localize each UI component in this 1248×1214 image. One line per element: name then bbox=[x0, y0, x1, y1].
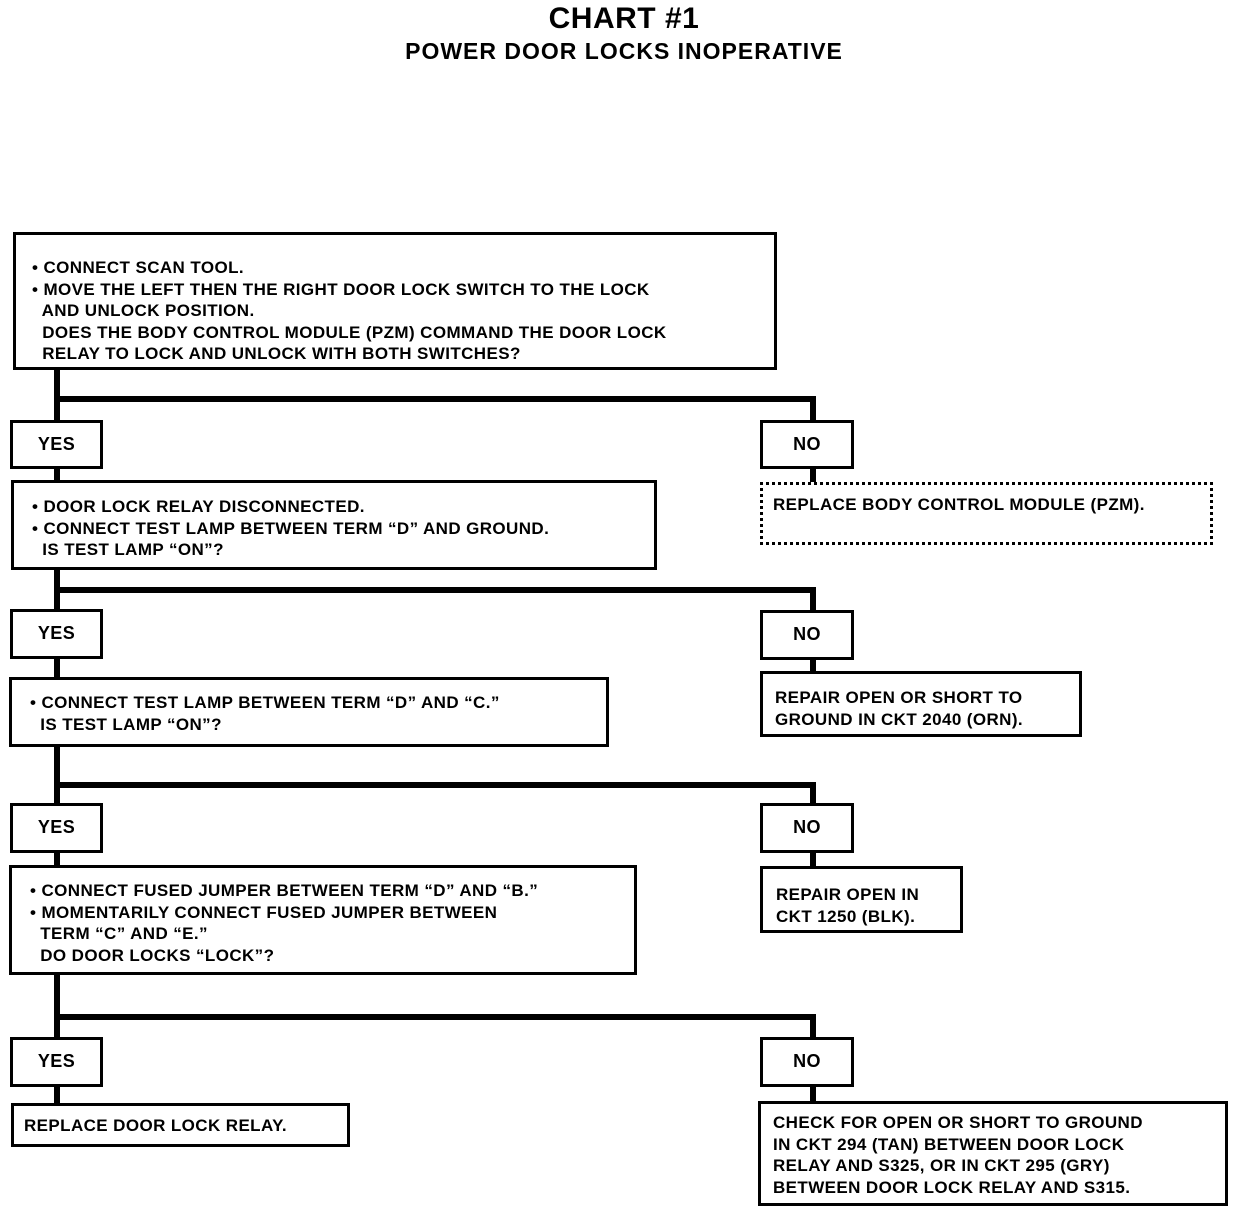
chart-subtitle: POWER DOOR LOCKS INOPERATIVE bbox=[405, 38, 843, 64]
step4-line: TERM “C” AND “E.” bbox=[30, 924, 208, 943]
step3-line: IS TEST LAMP “ON”? bbox=[30, 714, 222, 734]
result-line: REPAIR OPEN IN bbox=[776, 885, 920, 904]
step2-line: • CONNECT TEST LAMP BETWEEN TERM “D” AND… bbox=[32, 518, 550, 538]
yes-label-4: YES bbox=[10, 1037, 103, 1087]
result-line: BETWEEN DOOR LOCK RELAY AND S315. bbox=[773, 1177, 1131, 1197]
step1-box: • CONNECT SCAN TOOL. • MOVE THE LEFT THE… bbox=[13, 232, 777, 370]
no-label-3: NO bbox=[760, 803, 854, 853]
result-line: REPLACE BODY CONTROL MODULE (PZM). bbox=[773, 495, 1145, 514]
connector-1 bbox=[54, 365, 816, 485]
no-label-1: NO bbox=[760, 420, 854, 469]
step2-box: • DOOR LOCK RELAY DISCONNECTED. • CONNEC… bbox=[11, 480, 657, 570]
result-line: REPAIR OPEN OR SHORT TO bbox=[775, 688, 1023, 707]
step4-line: • MOMENTARILY CONNECT FUSED JUMPER BETWE… bbox=[30, 902, 498, 922]
no-label-2: NO bbox=[760, 610, 854, 660]
chart-title: CHART #1 bbox=[548, 2, 700, 35]
yes-label-1: YES bbox=[10, 420, 103, 469]
result-line: CKT 1250 (BLK). bbox=[776, 906, 916, 926]
result-line: CHECK FOR OPEN OR SHORT TO GROUND bbox=[773, 1113, 1143, 1132]
step3-box: • CONNECT TEST LAMP BETWEEN TERM “D” AND… bbox=[9, 677, 609, 747]
connector-2 bbox=[54, 565, 816, 681]
no-label-4: NO bbox=[760, 1037, 854, 1087]
step4-line: DO DOOR LOCKS “LOCK”? bbox=[30, 945, 275, 965]
yes-label-3: YES bbox=[10, 803, 103, 853]
result-replace-bcm: REPLACE BODY CONTROL MODULE (PZM). bbox=[760, 482, 1213, 545]
step1-line: AND UNLOCK POSITION. bbox=[32, 301, 255, 320]
result-check-ckt-294-295: CHECK FOR OPEN OR SHORT TO GROUND IN CKT… bbox=[758, 1101, 1228, 1206]
step2-line: • DOOR LOCK RELAY DISCONNECTED. bbox=[32, 497, 365, 516]
step1-line: • MOVE THE LEFT THEN THE RIGHT DOOR LOCK… bbox=[32, 279, 650, 299]
result-repair-ckt-1250: REPAIR OPEN IN CKT 1250 (BLK). bbox=[760, 866, 963, 933]
connector-4 bbox=[54, 969, 816, 1108]
step2-line: IS TEST LAMP “ON”? bbox=[32, 540, 224, 559]
result-line: GROUND IN CKT 2040 (ORN). bbox=[775, 709, 1024, 729]
step4-box: • CONNECT FUSED JUMPER BETWEEN TERM “D” … bbox=[9, 865, 637, 975]
step1-line: DOES THE BODY CONTROL MODULE (PZM) COMMA… bbox=[32, 322, 667, 342]
connector-3 bbox=[54, 741, 816, 869]
step3-line: • CONNECT TEST LAMP BETWEEN TERM “D” AND… bbox=[30, 693, 500, 712]
step4-line: • CONNECT FUSED JUMPER BETWEEN TERM “D” … bbox=[30, 881, 539, 900]
result-line: IN CKT 294 (TAN) BETWEEN DOOR LOCK bbox=[773, 1134, 1125, 1154]
step1-line: • CONNECT SCAN TOOL. bbox=[32, 258, 244, 277]
result-repair-ckt-2040: REPAIR OPEN OR SHORT TO GROUND IN CKT 20… bbox=[760, 671, 1082, 737]
result-line: RELAY AND S325, OR IN CKT 295 (GRY) bbox=[773, 1156, 1110, 1175]
step1-line: RELAY TO LOCK AND UNLOCK WITH BOTH SWITC… bbox=[32, 344, 521, 363]
result-line: REPLACE DOOR LOCK RELAY. bbox=[24, 1116, 288, 1135]
result-replace-relay: REPLACE DOOR LOCK RELAY. bbox=[11, 1103, 350, 1147]
yes-label-2: YES bbox=[10, 609, 103, 659]
